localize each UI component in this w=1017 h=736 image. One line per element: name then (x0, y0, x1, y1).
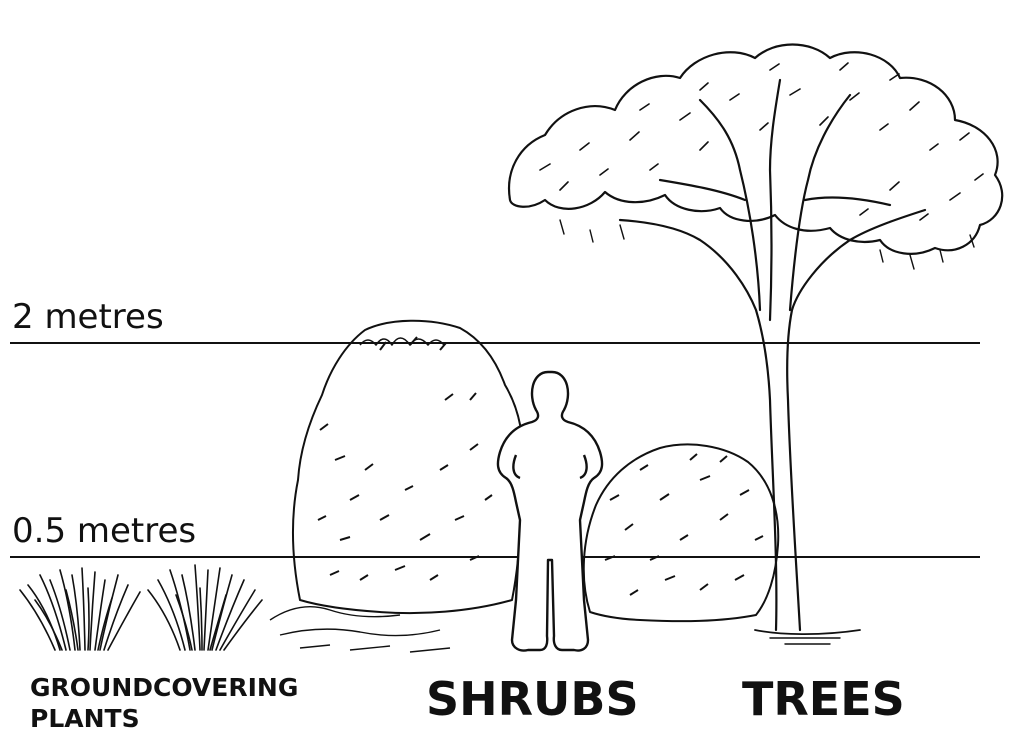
two-metre-label: 2 metres (12, 300, 164, 334)
grass-clump-right (148, 565, 262, 650)
shrubs-label: SHRUBS (426, 676, 639, 722)
grass-clump-left (20, 568, 140, 650)
trees-label: TREES (742, 676, 905, 722)
person-silhouette (498, 372, 602, 651)
half-metre-label: 0.5 metres (12, 514, 196, 548)
groundcover-label: GROUNDCOVERING PLANTS (30, 672, 360, 734)
tall-shrub (293, 321, 523, 613)
round-shrub (584, 444, 779, 621)
tree (509, 45, 1002, 645)
